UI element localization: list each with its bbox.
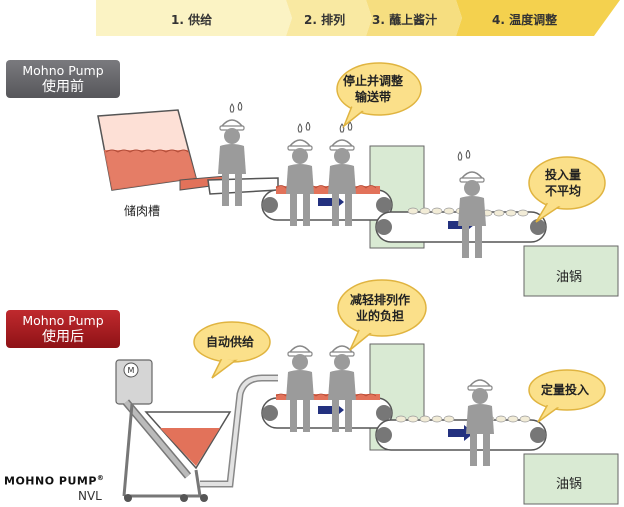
step-2-label: 2. 排列 — [304, 13, 346, 27]
conveyor-1-after — [261, 393, 393, 429]
bubble-auto-text: 自动供给 — [206, 335, 255, 349]
bubble-fixed-text: 定量投入 — [541, 383, 590, 397]
worker-3-after — [465, 379, 495, 467]
step-4-chevron — [456, 0, 620, 36]
bubble-fixed-amount — [528, 369, 606, 423]
bubble-auto-feed — [193, 321, 271, 379]
bubble-stop-conveyor — [336, 62, 422, 129]
sweat-icon — [297, 122, 311, 133]
step-1-chevron — [96, 0, 292, 36]
conveyor-2-before — [375, 207, 547, 243]
storage-tank-label: 储肉槽 — [124, 204, 161, 218]
step-2-chevron — [286, 0, 372, 36]
before-tag-label: 使用前 — [42, 79, 84, 95]
worker-4-before — [457, 171, 487, 259]
svg-text:M: M — [128, 366, 135, 375]
pump-hopper — [144, 411, 232, 470]
mohno-pump-logo: MOHNO PUMP® — [4, 474, 105, 488]
before-tag-brand: Mohno Pump — [22, 63, 104, 78]
oil-pot-after-label: 油锅 — [556, 477, 583, 492]
mohno-pump-nvl: M — [115, 359, 208, 502]
storage-tank — [97, 109, 227, 191]
bubble-uneven-input — [528, 156, 606, 223]
feed-chute — [207, 177, 279, 195]
bubble-reduce-work — [337, 279, 427, 351]
step-4-label: 4. 温度调整 — [492, 13, 558, 27]
bubble-uneven-text: 投入量 不平均 — [545, 168, 582, 198]
after-tag-label: 使用后 — [42, 329, 84, 345]
step-3-label: 3. 蘸上酱汁 — [372, 13, 438, 27]
before-section-tag: Mohno Pump 使用前 — [6, 60, 120, 98]
oil-pot-before — [523, 245, 619, 297]
oil-pot-after — [523, 453, 619, 505]
step-3-chevron — [366, 0, 462, 36]
step-1-label: 1. 供给 — [171, 13, 213, 27]
after-tag-brand: Mohno Pump — [22, 313, 104, 328]
after-section-tag: Mohno Pump 使用后 — [6, 310, 120, 348]
bubble-stop-text: 停止并调整 输送带 — [343, 74, 404, 104]
conveyor-1-before — [261, 185, 393, 221]
sweat-icon — [457, 150, 471, 161]
process-step-bar — [96, 0, 620, 36]
oil-pot-before-label: 油锅 — [556, 270, 583, 285]
sweat-icon — [229, 102, 243, 113]
conveyor-2-after — [375, 415, 547, 451]
pump-model-label: NVL — [78, 489, 102, 503]
bubble-reduce-text: 减轻排列作 业的负担 — [350, 293, 411, 323]
